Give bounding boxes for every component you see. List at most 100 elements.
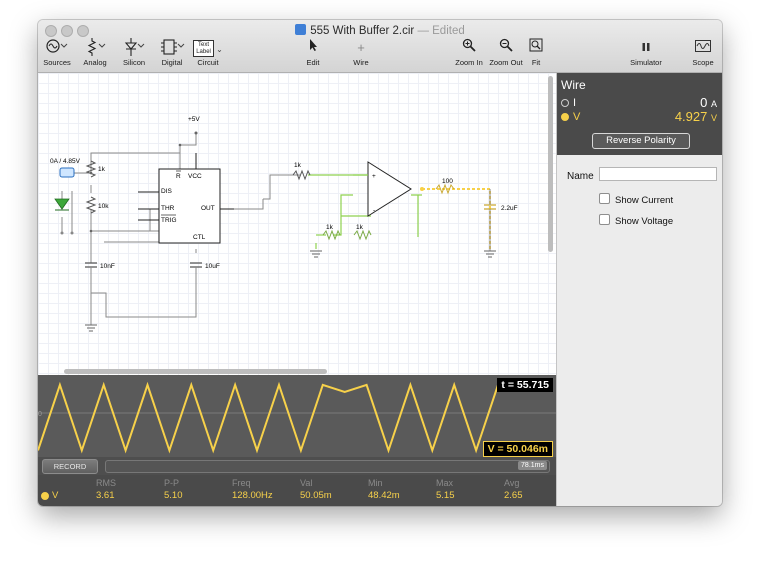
scope-trace: 0 [38, 381, 556, 454]
scope-button[interactable]: Scope [688, 38, 718, 70]
minimize-window-button[interactable] [61, 25, 73, 37]
show-voltage-checkbox[interactable]: Show Voltage [599, 214, 673, 227]
schematic: +5V 0A / 4.85V 1k 10k 1k 1k 1k 100 10nF … [50, 116, 518, 332]
digital-menu-button[interactable]: Digital [154, 38, 190, 70]
chip-icon [154, 38, 190, 58]
canvas-horizontal-scrollbar[interactable] [64, 369, 327, 374]
fit-button[interactable]: Fit [526, 38, 546, 70]
current-value: 0 A [700, 95, 717, 110]
analog-menu-button[interactable]: Analog [78, 38, 112, 70]
stat-header-rms: RMS [96, 478, 116, 488]
current-radio[interactable] [561, 99, 569, 107]
stat-header-val: Val [300, 478, 313, 488]
reverse-polarity-button[interactable]: Reverse Polarity [592, 133, 690, 149]
wire-tool-button[interactable]: + Wire [346, 38, 376, 70]
stat-value-freq: 128.00Hz [232, 490, 273, 501]
scope-zero-marker: 0 [38, 411, 42, 418]
svg-text:1k: 1k [326, 224, 334, 231]
show-current-checkbox[interactable]: Show Current [599, 193, 673, 206]
scope-stats: V RMS 3.61 P-P 5.10 Freq 128.00Hz Val 50… [38, 475, 556, 506]
capacitor-c1[interactable] [85, 262, 97, 268]
voltage-value: 4.927 V [674, 109, 717, 124]
name-label: Name [567, 171, 594, 182]
resistor-icon [78, 38, 112, 58]
stat-header-freq: Freq [232, 478, 251, 488]
zoom-in-icon [452, 38, 486, 58]
svg-text:2.2uF: 2.2uF [501, 205, 518, 212]
app-window: 555 With Buffer 2.cir — Edited Sources A… [38, 20, 722, 506]
trace-name: V [52, 490, 59, 501]
trace-radio[interactable] [41, 492, 49, 500]
resistor-r2[interactable] [85, 196, 97, 214]
svg-text:10uF: 10uF [205, 263, 220, 270]
simulator-button[interactable]: Simulator [626, 38, 666, 70]
show-voltage-check[interactable] [599, 214, 610, 225]
inspector-panel: Wire I 0 A V 4.927 V Reverse Polarity Na… [556, 73, 722, 506]
stat-value-val: 50.05m [300, 490, 332, 501]
edit-tool-button[interactable]: Edit [298, 38, 328, 70]
record-button[interactable]: RECORD [42, 459, 98, 474]
svg-text:DIS: DIS [161, 188, 173, 195]
time-cursor-label: t = 55.715 [497, 378, 553, 392]
inspector-title: Wire [561, 78, 586, 92]
sine-source-icon [40, 38, 74, 58]
waveform-icon [688, 38, 718, 58]
window-title: 555 With Buffer 2.cir — Edited [38, 24, 722, 37]
capacitor-c2[interactable] [190, 262, 202, 268]
timer-555-chip[interactable] [158, 168, 221, 244]
svg-text:THR: THR [161, 205, 175, 212]
stat-value-avg: 2.65 [504, 490, 523, 501]
stat-header-pp: P-P [164, 478, 180, 488]
record-bar: RECORD 78.1ms [38, 457, 556, 475]
svg-text:TRIG: TRIG [161, 217, 177, 224]
svg-text:R: R [176, 173, 181, 180]
pause-icon [626, 38, 666, 58]
svg-text:10nF: 10nF [100, 263, 115, 270]
zoom-in-button[interactable]: Zoom In [452, 38, 486, 70]
voltage-cursor-label: V = 50.046m [482, 441, 553, 457]
scope-display[interactable]: 0 t = 55.715 V = 50.046m [38, 375, 556, 457]
current-source[interactable] [59, 167, 75, 178]
svg-text:OUT: OUT [201, 205, 215, 212]
stat-value-max: 5.15 [436, 490, 455, 501]
svg-text:100: 100 [442, 178, 453, 185]
stat-value-rms: 3.61 [96, 490, 115, 501]
svg-text:1k: 1k [98, 166, 106, 173]
svg-text:0A / 4.85V: 0A / 4.85V [50, 158, 81, 165]
svg-text:1k: 1k [294, 162, 302, 169]
sources-menu-button[interactable]: Sources [40, 38, 74, 70]
document-icon [295, 24, 307, 35]
svg-text:-: - [373, 207, 375, 214]
resistor-r1[interactable] [85, 160, 97, 178]
diode-icon [116, 38, 152, 58]
wire-readout: Wire I 0 A V 4.927 V Reverse Polarity [557, 73, 722, 155]
stat-header-max: Max [436, 478, 454, 488]
pointer-icon [298, 38, 328, 58]
show-current-check[interactable] [599, 193, 610, 204]
canvas-vertical-scrollbar[interactable] [548, 76, 553, 252]
voltage-radio[interactable] [561, 113, 569, 121]
name-input[interactable] [599, 167, 717, 181]
svg-text:1k: 1k [356, 224, 364, 231]
close-window-button[interactable] [45, 25, 57, 37]
zoom-out-icon [488, 38, 524, 58]
zoom-window-button[interactable] [77, 25, 89, 37]
voltage-row[interactable]: V 4.927 V [561, 109, 717, 124]
toolbar: 555 With Buffer 2.cir — Edited Sources A… [38, 20, 722, 73]
svg-text:+: + [372, 173, 376, 180]
zoom-out-button[interactable]: Zoom Out [488, 38, 524, 70]
record-timeline[interactable]: 78.1ms [105, 460, 550, 473]
circuit-canvas[interactable]: +5V 0A / 4.85V 1k 10k 1k 1k 1k 100 10nF … [38, 73, 556, 375]
stat-header-avg: Avg [504, 478, 520, 488]
svg-text:+5V: +5V [188, 116, 200, 123]
svg-text:VCC: VCC [188, 173, 202, 180]
scope-waveform [38, 381, 499, 454]
current-row[interactable]: I 0 A [561, 95, 717, 110]
fit-icon [526, 38, 546, 58]
op-amp[interactable] [367, 161, 412, 217]
stat-value-min: 48.42m [368, 490, 400, 501]
silicon-menu-button[interactable]: Silicon [116, 38, 152, 70]
stat-value-pp: 5.10 [164, 490, 183, 501]
